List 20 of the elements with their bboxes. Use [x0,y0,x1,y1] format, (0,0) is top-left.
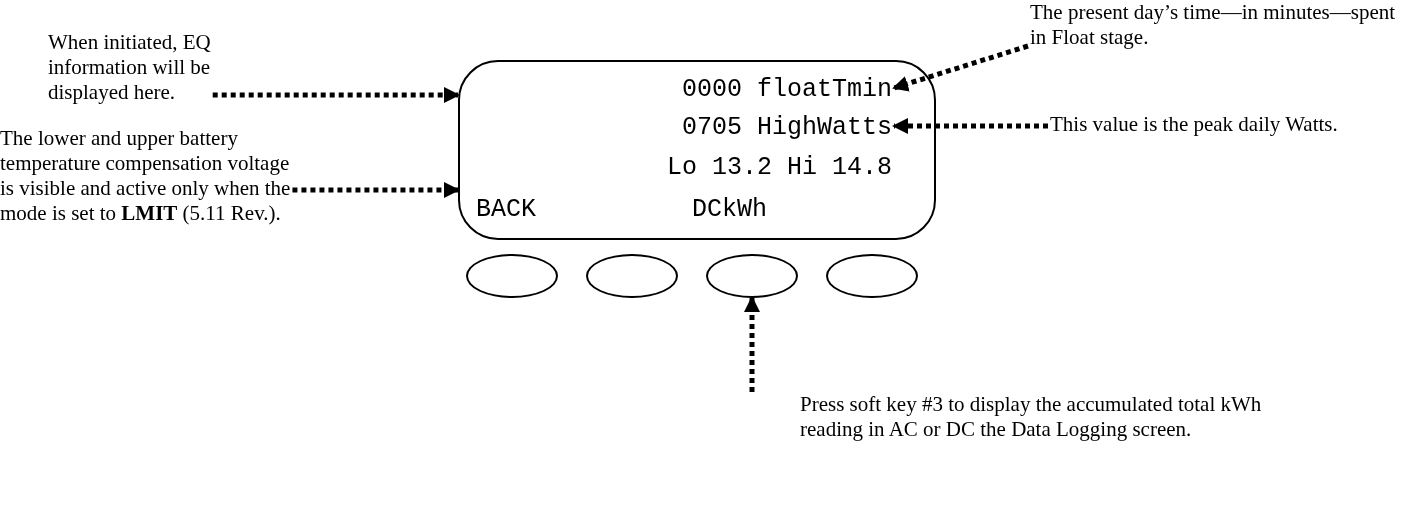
callout-text: The present day’s time—in minutes—spent in Float stage. [1000,0,1410,56]
screen-text: DCkWh [692,194,802,226]
leader-arrow [892,43,1029,92]
leader-arrow [892,118,1048,134]
soft-key [586,254,678,298]
callout-text: The lower and upper battery temperature compensation voltage is visible and active only when the mode is set to LMIT (5.11 Rev.). [0,126,334,306]
callout-text: When initiated, EQ information will be displayed here. [48,30,334,110]
soft-key [706,254,798,298]
soft-key [826,254,918,298]
soft-key [466,254,558,298]
screen-text: BACK [476,194,566,226]
callout-text: This value is the peak daily Watts. [1030,112,1426,168]
leader-arrow [744,296,760,392]
screen-text: Lo 13.2 Hi 14.8 [602,152,892,184]
leader-arrow [212,87,460,103]
callout-text: Press soft key #3 to display the accumulated total kWh reading in AC or DC the Data Logging screen. [740,392,1266,512]
leader-arrow [292,182,460,198]
display-screen [458,60,936,240]
screen-text: 0705 HighWatts [602,112,892,144]
screen-text: 0000 floatTmin [602,74,892,106]
